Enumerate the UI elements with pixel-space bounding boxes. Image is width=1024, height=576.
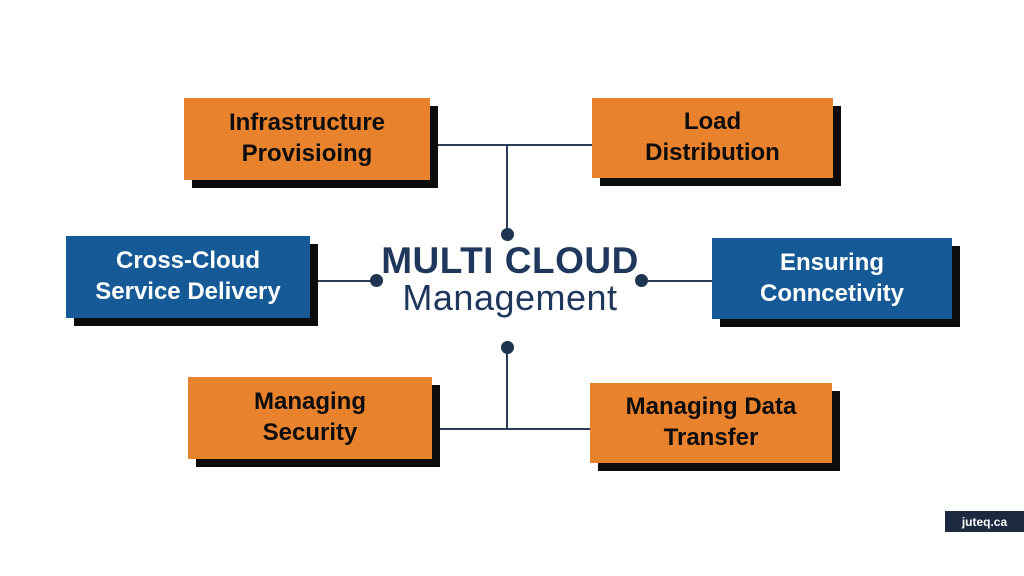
connector-line-bottom-horizontal [428, 428, 591, 430]
connector-dot-right [635, 274, 648, 287]
node-label-line: Security [262, 419, 358, 446]
node-managing-security: Managing Security [188, 377, 432, 459]
connector-line-bottom-vertical [506, 350, 508, 430]
node-load-distribution: Load Distribution [592, 98, 833, 178]
node-label-line: Cross-Cloud [116, 247, 260, 275]
node-label-line: Infrastructure [228, 109, 386, 137]
node-label-line: Provisioing [241, 140, 373, 167]
connector-line-top-vertical [506, 145, 508, 231]
node-label-line: Load [683, 108, 742, 136]
connector-line-right-horizontal [648, 280, 712, 282]
title-line-primary: MULTI CLOUD [381, 240, 639, 281]
node-label-line: Ensuring [779, 248, 884, 276]
watermark-label: juteq.ca [961, 514, 1008, 529]
node-label-line: Managing [254, 388, 366, 416]
node-ensuring-connectivity: Ensuring Conncetivity [712, 238, 952, 319]
node-cross-cloud-service-delivery: Cross-Cloud Service Delivery [66, 236, 310, 318]
center-title: MULTI CLOUD Management [375, 242, 645, 317]
title-line-secondary: Management [402, 277, 618, 318]
node-label-line: Transfer [663, 424, 759, 451]
node-managing-data-transfer: Managing Data Transfer [590, 383, 832, 463]
node-label-line: Conncetivity [759, 279, 905, 307]
connector-dot-top [501, 228, 514, 241]
connector-dot-left [370, 274, 383, 287]
node-label-line: Managing Data [625, 393, 797, 421]
watermark-badge: juteq.ca [945, 511, 1024, 532]
node-label-line: Service Delivery [95, 278, 281, 305]
connector-dot-bottom [501, 341, 514, 354]
node-label-line: Distribution [645, 139, 780, 166]
node-infrastructure-provisioning: Infrastructure Provisioing [184, 98, 430, 180]
connector-line-left-horizontal [312, 280, 374, 282]
connector-line-top-horizontal [430, 144, 592, 146]
